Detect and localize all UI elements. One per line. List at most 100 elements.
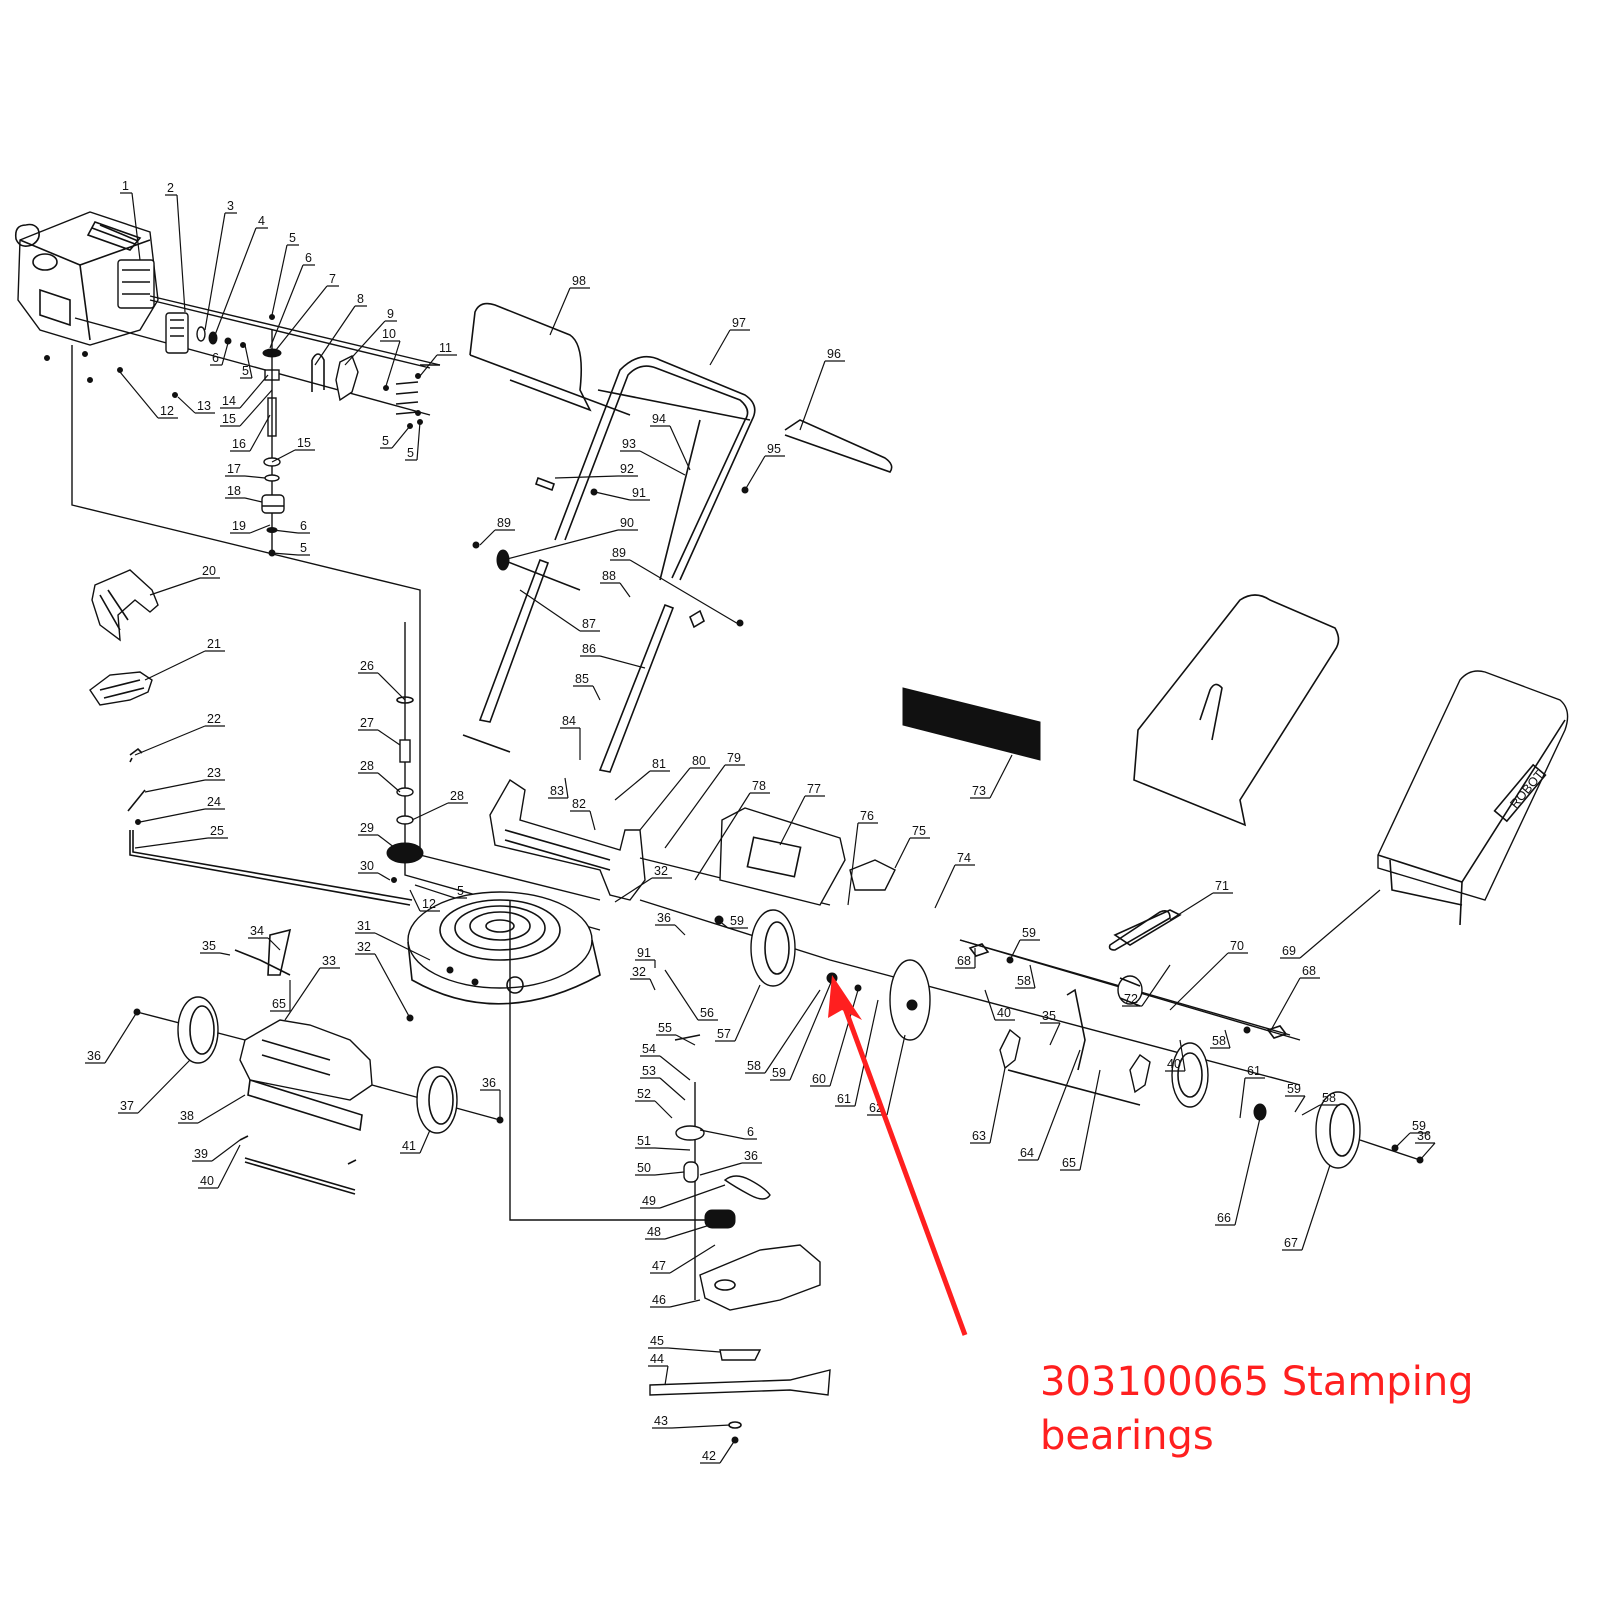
- leader-line: [358, 834, 396, 849]
- part-number-label: 58: [1017, 974, 1031, 988]
- part-number-label: 31: [357, 919, 371, 933]
- leader-line: [248, 937, 281, 951]
- part-number-label: 59: [1287, 1082, 1301, 1096]
- leader-line: [230, 524, 271, 534]
- part-number-label: 6: [305, 251, 312, 265]
- leader-line: [1282, 1164, 1331, 1251]
- part-number-label: 93: [622, 437, 636, 451]
- leader-line: [984, 989, 1015, 1021]
- leader-line: [1165, 1039, 1186, 1072]
- leader-line: [630, 978, 656, 991]
- part-number-label: 65: [272, 997, 286, 1011]
- part-number-label: 49: [642, 1194, 656, 1208]
- leader-line: [165, 194, 186, 313]
- leader-line: [1215, 1117, 1261, 1226]
- leader-line: [314, 305, 367, 366]
- leader-line: [810, 989, 859, 1087]
- part-number-label: 97: [732, 316, 746, 330]
- leader-line: [779, 795, 825, 846]
- part-number-label: 56: [700, 1006, 714, 1020]
- leader-line: [645, 1224, 711, 1240]
- part-number-label: 58: [1322, 1091, 1336, 1105]
- part-number-label: 15: [297, 436, 311, 450]
- part-number-label: 46: [652, 1293, 666, 1307]
- leader-line: [715, 984, 761, 1042]
- grass-bag-part-69: ROBOT: [1377, 670, 1569, 926]
- leader-line: [600, 582, 631, 598]
- part-number-label: 61: [1247, 1064, 1261, 1078]
- height-adjust-stack: [386, 622, 601, 931]
- leader-line: [192, 1139, 241, 1162]
- part-number-label: 68: [957, 954, 971, 968]
- part-number-label: 39: [194, 1147, 208, 1161]
- part-number-label: 85: [575, 672, 589, 686]
- leader-line: [355, 953, 411, 1019]
- part-number-label: 22: [207, 712, 221, 726]
- leader-line: [479, 529, 515, 546]
- part-number-label: 50: [637, 1161, 651, 1175]
- part-number-label: 6: [300, 519, 307, 533]
- leader-line: [934, 864, 975, 909]
- part-number-label: 78: [752, 779, 766, 793]
- part-number-label: 47: [652, 1259, 666, 1273]
- leader-line: [358, 672, 406, 701]
- leader-line: [480, 1089, 501, 1118]
- part-number-label: 35: [1042, 1009, 1056, 1023]
- leader-line: [134, 725, 225, 756]
- part-number-label: 36: [87, 1049, 101, 1063]
- leader-line: [1040, 1022, 1061, 1046]
- leader-line: [664, 764, 745, 849]
- leader-line: [380, 340, 401, 387]
- leader-line: [200, 952, 231, 956]
- leader-line: [635, 959, 656, 968]
- part-number-label: 71: [1215, 879, 1229, 893]
- part-number-label: 14: [222, 394, 236, 408]
- leader-line: [502, 529, 638, 561]
- leader-line: [548, 777, 569, 799]
- leader-line: [411, 802, 468, 821]
- part-number-label: 36: [744, 1149, 758, 1163]
- part-number-label: 9: [387, 307, 394, 321]
- part-number-label: 19: [232, 519, 246, 533]
- grass-bag-frame-part-72: [1133, 594, 1340, 827]
- part-number-label: 51: [637, 1134, 651, 1148]
- leader-line: [1415, 1142, 1436, 1161]
- leader-line: [610, 559, 741, 626]
- leader-line: [640, 1055, 691, 1081]
- leader-line: [358, 872, 391, 881]
- leader-line: [655, 924, 686, 936]
- part-number-label: 58: [747, 1059, 761, 1073]
- leader-line: [284, 967, 340, 1021]
- leader-line: [745, 989, 821, 1074]
- part-number-label: 17: [227, 462, 241, 476]
- part-number-label: 57: [717, 1027, 731, 1041]
- leader-line: [225, 475, 266, 479]
- leader-line: [1060, 1069, 1101, 1171]
- part-number-label: 12: [422, 897, 436, 911]
- part-number-label: 34: [250, 924, 264, 938]
- rear-housing-assembly: [489, 779, 1424, 1169]
- leader-line: [640, 1077, 686, 1101]
- leader-line: [1018, 1049, 1081, 1161]
- part-number-label: 40: [200, 1174, 214, 1188]
- part-number-label: 80: [692, 754, 706, 768]
- part-number-label: 89: [612, 546, 626, 560]
- leader-line: [640, 1184, 726, 1209]
- leader-line: [620, 450, 686, 476]
- leader-line: [799, 360, 845, 431]
- annotation-line-1: 303100065 Stamping: [1040, 1359, 1474, 1405]
- leader-line: [1210, 1029, 1231, 1049]
- part-number-label: 59: [730, 914, 744, 928]
- leader-line: [230, 414, 271, 452]
- part-number-label: 53: [642, 1064, 656, 1078]
- part-number-label: 98: [572, 274, 586, 288]
- part-number-label: 4: [258, 214, 265, 228]
- leader-line: [409, 889, 440, 912]
- part-number-label: 52: [637, 1087, 651, 1101]
- leader-line: [220, 374, 269, 409]
- leader-line: [699, 1129, 757, 1140]
- leader-line: [380, 425, 411, 449]
- part-number-label: 21: [207, 637, 221, 651]
- part-number-label: 3: [227, 199, 234, 213]
- part-number-label: 40: [1167, 1057, 1181, 1071]
